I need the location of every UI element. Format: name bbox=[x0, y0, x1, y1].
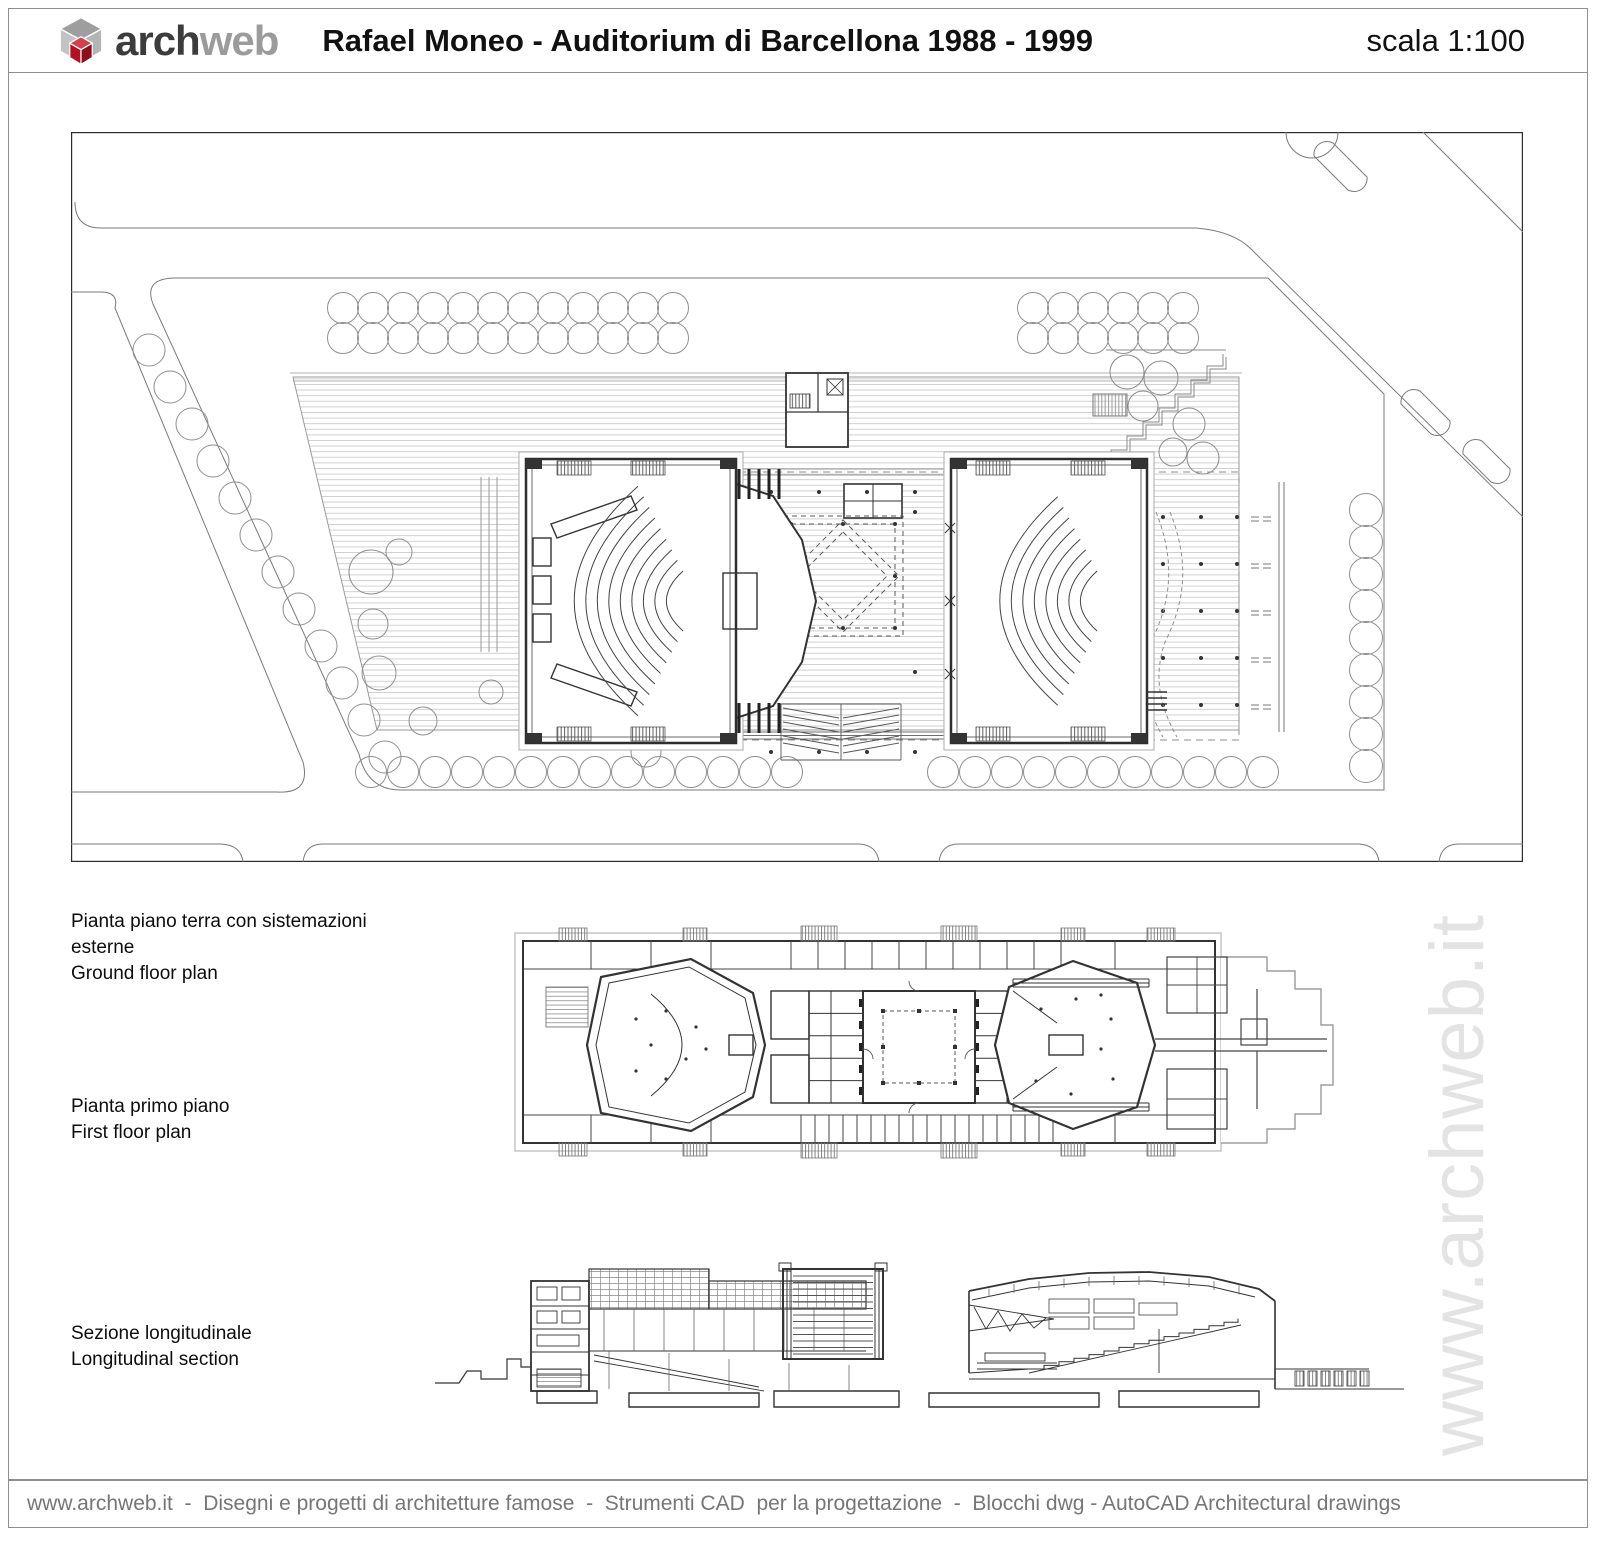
archweb-logo[interactable]: archweb bbox=[55, 14, 279, 68]
sheet-title: Rafael Moneo - Auditorium di Barcellona … bbox=[322, 22, 1094, 58]
site-plan-drawing bbox=[71, 132, 1523, 862]
sheet-frame: archweb Rafael Moneo - Auditorium di Bar… bbox=[8, 8, 1588, 1480]
label-section: Sezione longitudinale Longitudinal secti… bbox=[71, 1323, 252, 1370]
longitudinal-section-drawing bbox=[435, 1262, 1404, 1408]
logo-wordmark: archweb bbox=[115, 16, 279, 64]
footer-text: www.archweb.it - Disegni e progetti di a… bbox=[27, 1492, 1401, 1515]
label-first-floor: Pianta primo piano First floor plan bbox=[71, 1096, 230, 1143]
watermark: www.archweb.it bbox=[1415, 914, 1500, 1456]
scale-label: scala 1:100 bbox=[1366, 22, 1525, 58]
cube-logo-icon bbox=[58, 16, 104, 65]
first-floor-plan-drawing bbox=[514, 925, 1334, 1159]
label-ground-floor: Pianta piano terra con sistemazioni este… bbox=[71, 911, 367, 984]
footer: www.archweb.it - Disegni e progetti di a… bbox=[8, 1480, 1588, 1528]
header: archweb Rafael Moneo - Auditorium di Bar… bbox=[9, 9, 1587, 73]
